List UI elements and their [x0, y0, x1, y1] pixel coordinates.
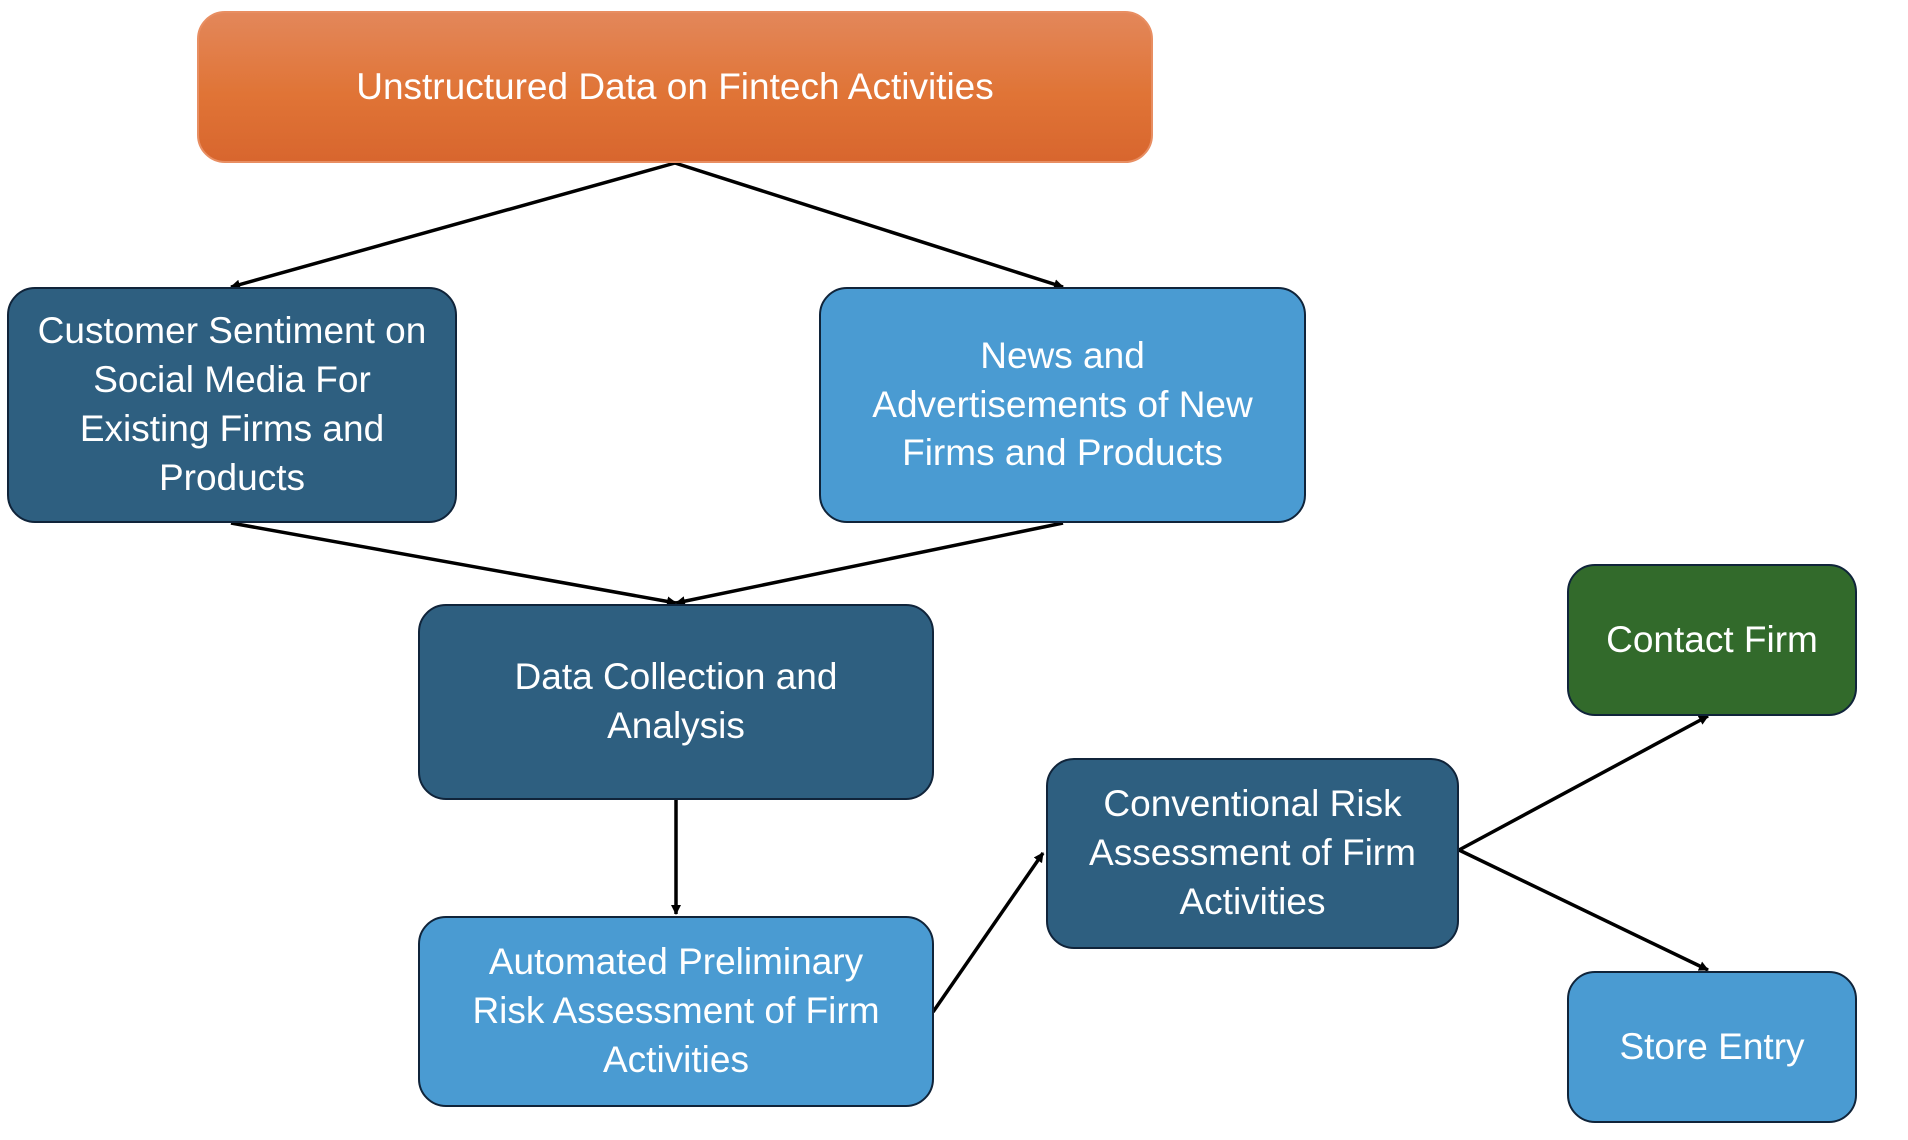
node-automated-assessment-label: Automated Preliminary Risk Assessment of…	[472, 941, 880, 1080]
arrow-conventional-to-store	[1458, 848, 1709, 972]
node-data-collection: Data Collection and Analysis	[418, 604, 934, 800]
node-contact-firm: Contact Firm	[1567, 564, 1857, 716]
arrow-unstructured-to-sentiment	[230, 161, 676, 290]
node-contact-firm-label: Contact Firm	[1606, 618, 1818, 660]
node-customer-sentiment: Customer Sentiment on Social Media For E…	[7, 287, 457, 523]
node-data-collection-label: Data Collection and Analysis	[514, 656, 838, 746]
arrow-news-to-data-collection	[675, 521, 1064, 607]
node-news-ads-label: News and Advertisements of New Firms and…	[872, 334, 1253, 474]
arrow-automated-to-conventional	[931, 852, 1045, 1013]
node-unstructured-data: Unstructured Data on Fintech Activities	[197, 11, 1153, 163]
node-store-entry-label: Store Entry	[1619, 1025, 1805, 1067]
node-customer-sentiment-label: Customer Sentiment on Social Media For E…	[37, 310, 427, 498]
arrow-conventional-to-contact	[1458, 714, 1709, 852]
node-automated-assessment: Automated Preliminary Risk Assessment of…	[418, 916, 934, 1107]
node-store-entry: Store Entry	[1567, 971, 1857, 1123]
arrow-unstructured-to-news	[674, 161, 1064, 290]
node-conventional-assessment-label: Conventional Risk Assessment of Firm Act…	[1089, 783, 1416, 922]
arrow-sentiment-to-data-collection	[230, 521, 677, 607]
node-unstructured-data-label: Unstructured Data on Fintech Activities	[356, 65, 994, 107]
node-news-ads: News and Advertisements of New Firms and…	[819, 287, 1306, 523]
node-conventional-assessment: Conventional Risk Assessment of Firm Act…	[1046, 758, 1459, 949]
